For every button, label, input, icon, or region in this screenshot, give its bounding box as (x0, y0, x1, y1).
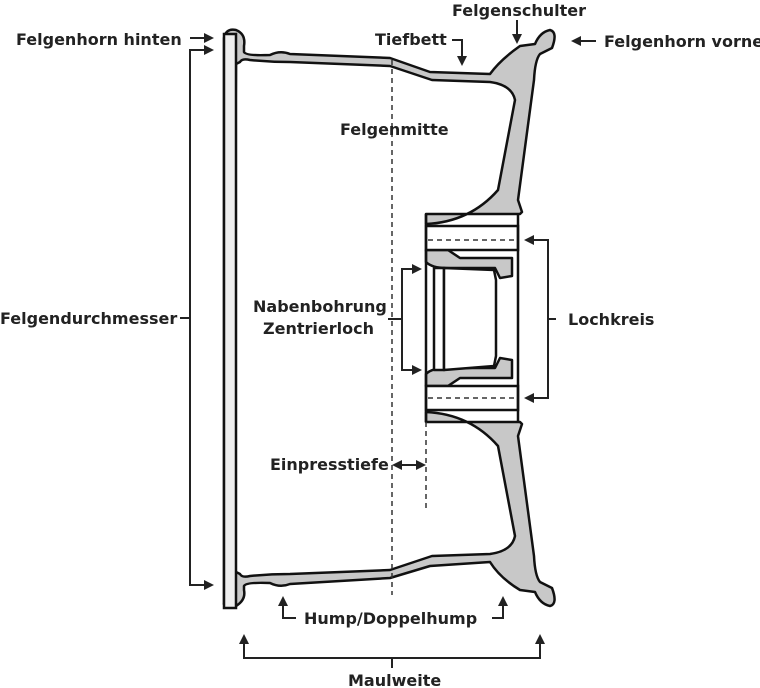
label-felgenschulter: Felgenschulter (452, 1, 586, 20)
bracket-felgendurchmesser (189, 45, 214, 590)
label-felgendurchmesser: Felgendurchmesser (0, 309, 177, 328)
arrow-tiefbett (452, 39, 467, 66)
bracket-lochkreis (524, 235, 549, 403)
hub-upper-bolt (424, 224, 520, 252)
rim-barrel-bottom (222, 410, 556, 609)
arrow-hump-right (492, 596, 508, 619)
bracket-nabenbohrung (401, 264, 422, 375)
bracket-maulweite (239, 634, 545, 659)
label-felgenhorn-vorne: Felgenhorn vorne (604, 32, 760, 51)
arrow-hump-left (278, 596, 296, 619)
label-felgenhorn-hinten: Felgenhorn hinten (16, 30, 182, 49)
label-zentrierloch: Zentrierloch (263, 319, 374, 338)
label-lochkreis: Lochkreis (568, 310, 654, 329)
label-felgenmitte: Felgenmitte (340, 120, 449, 139)
hub-bore-inner (442, 266, 498, 372)
label-hump: Hump/Doppelhump (304, 609, 477, 628)
hub-bore (432, 266, 446, 372)
label-einpresstiefe: Einpresstiefe (270, 455, 389, 474)
label-nabenbohrung: Nabenbohrung (253, 297, 387, 316)
rim-barrel-top (222, 28, 556, 606)
label-maulweite: Maulweite (348, 671, 441, 688)
label-tiefbett: Tiefbett (375, 30, 447, 49)
rim-rear-wall (222, 32, 238, 610)
